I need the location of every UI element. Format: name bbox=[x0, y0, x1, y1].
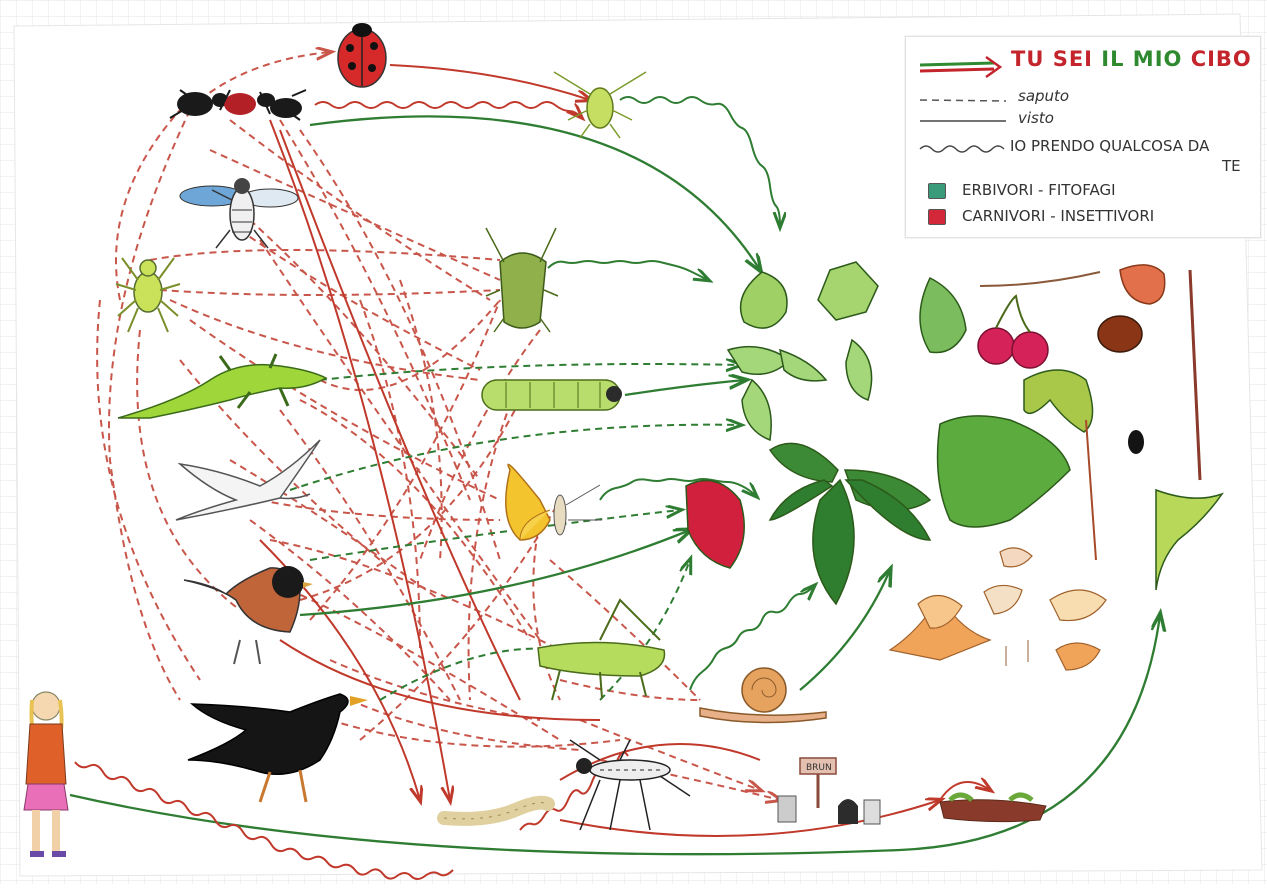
legend-title-part2: IL MIO bbox=[1101, 47, 1182, 71]
sign-text: BRUN bbox=[806, 763, 832, 773]
legend: TU SEI IL MIO CIBO saputo visto IO PREND… bbox=[905, 36, 1261, 238]
caterpillar-drawing bbox=[482, 380, 622, 410]
carnivore-swatch bbox=[928, 209, 946, 225]
legend-carnivores-label: CARNIVORI - INSETTIVORI bbox=[962, 207, 1154, 225]
arrow-head-icon bbox=[986, 57, 1000, 77]
legend-dashed-label: saputo bbox=[1018, 87, 1069, 105]
legend-title-part3: CIBO bbox=[1191, 47, 1252, 71]
legend-title: TU SEI IL MIO CIBO bbox=[1011, 47, 1252, 71]
herbivore-swatch bbox=[928, 183, 946, 199]
legend-solid-label: visto bbox=[1018, 109, 1054, 127]
legend-wavy-label: IO PRENDO QUALCOSA DA bbox=[1010, 137, 1209, 155]
legend-wavy-label-end: TE bbox=[1222, 157, 1241, 175]
legend-herbivores-label: ERBIVORI - FITOFAGI bbox=[962, 181, 1116, 199]
legend-title-part1: TU SEI bbox=[1011, 47, 1093, 71]
